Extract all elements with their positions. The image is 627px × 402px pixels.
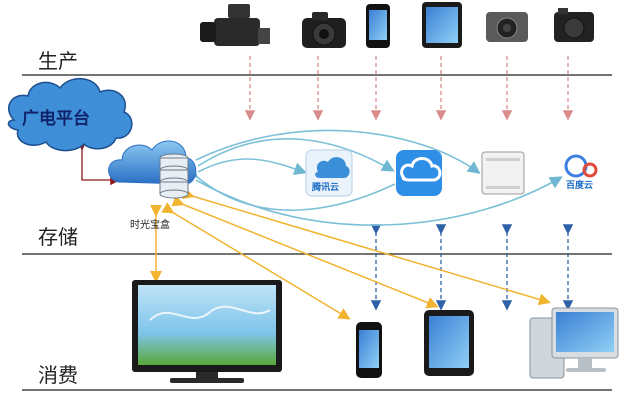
consumer-smartphone-icon [356, 322, 382, 378]
cloud-storage-app-icon [396, 150, 442, 196]
dslr-camera-icon [302, 12, 346, 48]
nas-device-icon [481, 151, 525, 195]
transfer-arrows [370, 224, 574, 311]
hub-label: 时光宝盒 [130, 218, 170, 231]
consumer-tablet-icon [424, 310, 474, 376]
baidu-cloud-icon: 百度云 [564, 154, 598, 191]
production-tablet-icon [422, 2, 462, 48]
production-arrows [244, 56, 574, 121]
stage-label-storage: 存储 [38, 225, 78, 249]
compact-camera-icon [486, 12, 528, 42]
stage-label-production: 生产 [38, 49, 78, 73]
desktop-computer-icon [529, 307, 619, 379]
tencent-cloud-icon: 腾讯云 [305, 149, 353, 197]
tencent-cloud-label: 腾讯云 [311, 181, 339, 193]
stage-label-consumption: 消费 [38, 363, 78, 387]
broadcast-cloud: 广电平台 [7, 78, 133, 152]
mirrorless-camera-icon [554, 8, 594, 42]
broadcast-platform-label: 广电平台 [22, 108, 90, 129]
camcorder-icon [200, 4, 270, 46]
production-smartphone-icon [366, 4, 390, 48]
hub-icon [108, 140, 197, 199]
platform-link [76, 140, 121, 186]
television-icon [132, 280, 282, 383]
delivery-arrows [150, 187, 551, 320]
baidu-cloud-label: 百度云 [566, 179, 593, 191]
